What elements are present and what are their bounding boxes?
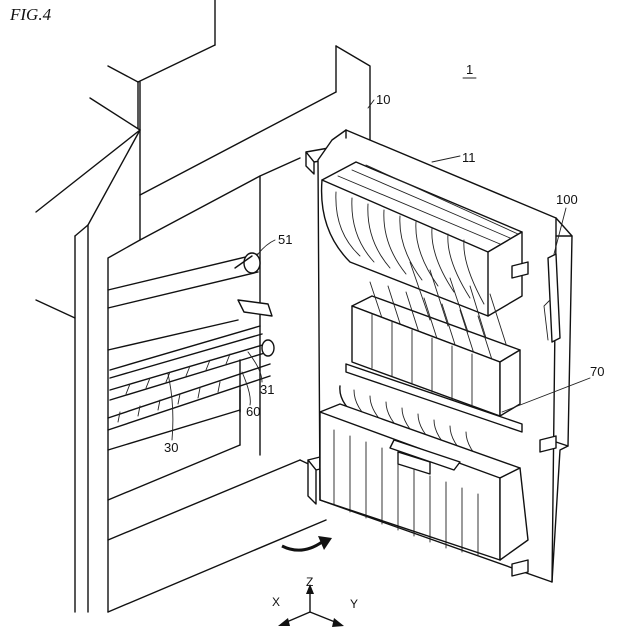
door-panel (318, 100, 590, 582)
axis-indicator: Z X Y (272, 575, 358, 627)
label-handle: 100 (556, 192, 578, 207)
label-guide: 70 (590, 364, 604, 379)
label-unit: 30 (164, 440, 178, 455)
leader-11 (432, 156, 460, 162)
label-door: 11 (462, 150, 476, 165)
leader-10 (368, 100, 374, 108)
label-housing: 10 (376, 92, 390, 107)
assembly-label: 1 (466, 62, 473, 77)
label-roller-lower: 31 (260, 382, 274, 397)
leader-60 (242, 372, 250, 405)
label-roller-top: 51 (278, 232, 292, 247)
housing-top-edge (108, 45, 215, 82)
axis-z-label: Z (306, 575, 313, 589)
label-belt: 60 (246, 404, 260, 419)
axis-x-label: X (272, 595, 280, 609)
figure-title: FIG.4 (9, 5, 52, 24)
axis-y-label: Y (350, 597, 358, 611)
rotation-arrow (282, 536, 332, 550)
